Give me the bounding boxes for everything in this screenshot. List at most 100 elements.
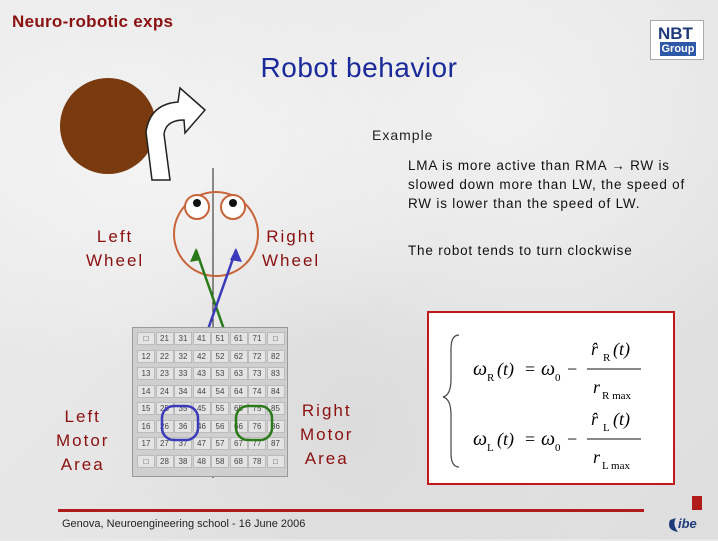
electrode-cell: 33 — [174, 367, 192, 380]
electrode-cell: 34 — [174, 384, 192, 398]
electrode-cell: 61 — [229, 332, 248, 345]
left-eye-icon — [193, 199, 201, 207]
left-wheel-label: Left Wheel — [86, 225, 144, 273]
electrode-cell: 64 — [229, 384, 248, 398]
header-title: Neuro-robotic exps — [12, 12, 174, 31]
electrode-cell: 76 — [248, 419, 266, 433]
electrode-cell: 46 — [192, 419, 211, 433]
electrode-cell: 87 — [266, 437, 285, 450]
electrode-cell: 54 — [211, 384, 229, 398]
r-max-sub-2: L max — [602, 460, 630, 472]
robot-body-icon — [60, 78, 156, 174]
electrode-cell: 82 — [266, 349, 285, 363]
r-max-sub-1: R max — [602, 390, 632, 402]
formula-box: ω R (t) = ω 0 − r̂ R (t) r R max ω L (t)… — [427, 311, 675, 485]
electrode-cell: 66 — [229, 419, 248, 433]
electrode-cell: 15 — [137, 402, 155, 415]
electrode-cell: 75 — [248, 402, 266, 415]
dibe-emblem-icon — [669, 496, 702, 532]
formula-brace — [442, 334, 460, 468]
electrode-cell: 53 — [211, 367, 229, 380]
right-motor-area-line3: Area — [304, 449, 349, 468]
omega0-symbol-1: ω — [541, 358, 555, 380]
electrode-cell: 14 — [137, 384, 155, 398]
example-label: Example — [372, 127, 434, 143]
electrode-cell: 21 — [155, 332, 174, 345]
electrode-cell: 83 — [266, 367, 285, 380]
electrode-cell: 17 — [137, 437, 155, 450]
omega0-sub-2: 0 — [555, 442, 561, 454]
electrode-cell: 67 — [229, 437, 248, 450]
footer-divider — [58, 509, 644, 512]
robot-outline-icon — [173, 191, 259, 277]
electrode-cell: 24 — [155, 384, 174, 398]
electrode-cell: 35 — [174, 402, 192, 415]
rhat-r-sub: R — [603, 352, 611, 364]
blue-arrowhead-icon — [230, 248, 242, 262]
minus-1: − — [567, 359, 577, 379]
omega-l-sub: L — [487, 442, 494, 454]
electrode-cell: 26 — [155, 419, 174, 433]
conclusion-text: The robot tends to turn clockwise — [408, 243, 633, 258]
right-eye-icon — [229, 199, 237, 207]
electrode-cell: 63 — [229, 367, 248, 380]
electrode-cell: 37 — [174, 437, 192, 450]
rhat-l-sub: L — [603, 422, 610, 434]
right-motor-area-line1: Right — [301, 401, 352, 420]
electrode-cell: 77 — [248, 437, 266, 450]
electrode-cell: 28 — [155, 454, 174, 468]
right-wheel-label: Right Wheel — [262, 225, 320, 273]
electrode-cell: 73 — [248, 367, 266, 380]
electrode-cell: 84 — [266, 384, 285, 398]
electrode-cell: 57 — [211, 437, 229, 450]
description-text: LMA is more active than RMA → RW is slow… — [408, 158, 686, 211]
left-motor-area-line3: Area — [60, 455, 105, 474]
slide-title-text: Robot behavior — [260, 52, 458, 83]
nbt-logo: NBT Group — [650, 14, 710, 60]
electrode-cell: 86 — [266, 419, 285, 433]
electrode-cell: 71 — [248, 332, 266, 345]
omega-l-symbol: ω — [473, 428, 487, 450]
electrode-cell: 45 — [192, 402, 211, 415]
left-motor-area-line2: Motor — [56, 431, 110, 450]
electrode-cell: 72 — [248, 349, 266, 363]
r-max-symbol-2: r — [593, 447, 601, 467]
t-paren-2: (t) — [613, 339, 630, 360]
electrode-cell: 56 — [211, 419, 229, 433]
turn-arrow-icon — [145, 86, 207, 181]
left-motor-area-line1: Left — [64, 407, 101, 426]
electrode-cell: 16 — [137, 419, 155, 433]
t-paren-3: (t) — [497, 429, 514, 450]
electrode-cell: 25 — [155, 402, 174, 415]
rhat-l-symbol: r̂ — [591, 409, 599, 429]
electrode-cell: 43 — [192, 367, 211, 380]
left-motor-area-label: Left Motor Area — [56, 405, 109, 477]
left-wheel-label-line1: Left — [96, 227, 134, 246]
omega-r-symbol: ω — [473, 358, 487, 380]
right-wheel-label-line2: Wheel — [262, 251, 321, 270]
footer-text: Genova, Neuroengineering school - 16 Jun… — [62, 518, 306, 530]
equals-1: = — [525, 359, 535, 379]
electrode-cell: 44 — [192, 384, 211, 398]
equals-2: = — [525, 429, 535, 449]
electrode-cell: □ — [137, 332, 155, 345]
t-paren-1: (t) — [497, 359, 514, 380]
right-wheel-label-line1: Right — [266, 227, 316, 246]
electrode-cell: 42 — [192, 349, 211, 363]
electrode-cell: 31 — [174, 332, 192, 345]
electrode-cell: 55 — [211, 402, 229, 415]
electrode-cell: 78 — [248, 454, 266, 468]
electrode-cell: □ — [266, 332, 285, 345]
right-motor-area-line2: Motor — [300, 425, 354, 444]
electrode-cell: 36 — [174, 419, 192, 433]
dibe-logo-text: ibe — [678, 516, 697, 531]
electrode-cell: 22 — [155, 349, 174, 363]
electrode-cell: □ — [266, 454, 285, 468]
r-max-symbol-1: r — [593, 377, 601, 397]
electrode-cell: 27 — [155, 437, 174, 450]
electrode-cell: 48 — [192, 454, 211, 468]
electrode-cell: 74 — [248, 384, 266, 398]
slide-title: Robot behavior — [0, 52, 718, 84]
